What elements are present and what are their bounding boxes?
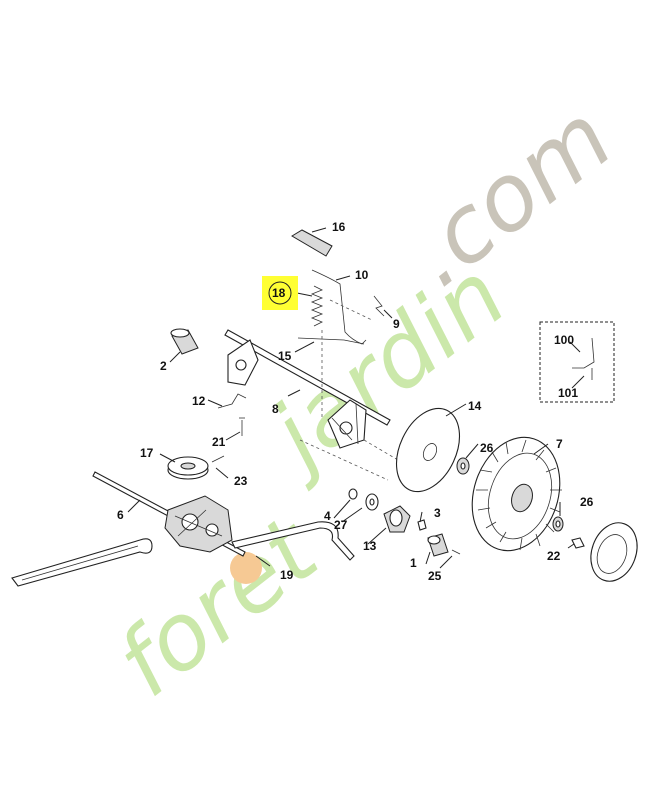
part-15-link-rod [297, 337, 365, 345]
part-9-spring-clip [373, 295, 385, 317]
part-3-clip [417, 519, 427, 531]
part-13-pinion [383, 505, 411, 533]
label-6: 6 [117, 508, 124, 522]
label-26-bottom: 26 [580, 495, 594, 509]
part-labels: 16 10 18 9 15 2 8 12 21 14 7 26 17 23 6 … [117, 220, 594, 583]
part-19-control-rod [231, 521, 355, 561]
label-13: 13 [363, 539, 377, 553]
label-7: 7 [556, 437, 563, 451]
part-4-washer [348, 488, 358, 500]
part-1-gear-bush [427, 533, 449, 557]
label-9: 9 [393, 317, 400, 331]
label-19: 19 [280, 568, 294, 582]
assembly-dashed-lines [299, 299, 399, 481]
part-18-spring [310, 285, 324, 327]
part-14-wheel-cover [395, 407, 461, 493]
part-22-nut [571, 537, 585, 549]
height-adjust-bracket [227, 339, 259, 386]
label-8: 8 [272, 402, 279, 416]
part-26b-bearing [552, 516, 564, 532]
label-27: 27 [334, 518, 348, 532]
part-17-pulley [167, 456, 209, 480]
label-100: 100 [554, 333, 574, 347]
hub-cap [590, 522, 638, 582]
label-1: 1 [410, 556, 417, 570]
part-25-pin [451, 549, 461, 555]
label-18: 18 [272, 286, 286, 300]
part-21-screw [239, 417, 245, 436]
label-16: 16 [332, 220, 346, 234]
label-101: 101 [558, 386, 578, 400]
leader-lines [127, 227, 585, 569]
label-10: 10 [355, 268, 369, 282]
part-16-cable-bracket [291, 229, 333, 257]
part-27-washer [365, 493, 379, 511]
label-4: 4 [324, 509, 331, 523]
part-2-bushing [170, 328, 199, 355]
label-2: 2 [160, 359, 167, 373]
inset-box-100-101 [539, 321, 615, 403]
label-17: 17 [140, 446, 154, 460]
label-12: 12 [192, 394, 206, 408]
drive-belt [11, 538, 153, 587]
label-26-top: 26 [480, 441, 494, 455]
part-12-link [217, 393, 247, 409]
label-15: 15 [278, 349, 292, 363]
part-10-lever [311, 269, 367, 345]
highlight-part-18 [262, 276, 298, 310]
label-3: 3 [434, 506, 441, 520]
label-21: 21 [212, 435, 226, 449]
sector-gear-bracket [327, 399, 367, 449]
watermark-orange-dot [230, 552, 262, 584]
part-26a-bearing [456, 457, 470, 475]
part-7-rear-wheel [471, 436, 562, 552]
label-25: 25 [428, 569, 442, 583]
label-22: 22 [547, 549, 561, 563]
label-14: 14 [468, 399, 482, 413]
label-23: 23 [234, 474, 248, 488]
watermark: foret jardin .com [98, 84, 632, 717]
gearbox [164, 495, 233, 553]
part-23-pin [211, 455, 225, 463]
